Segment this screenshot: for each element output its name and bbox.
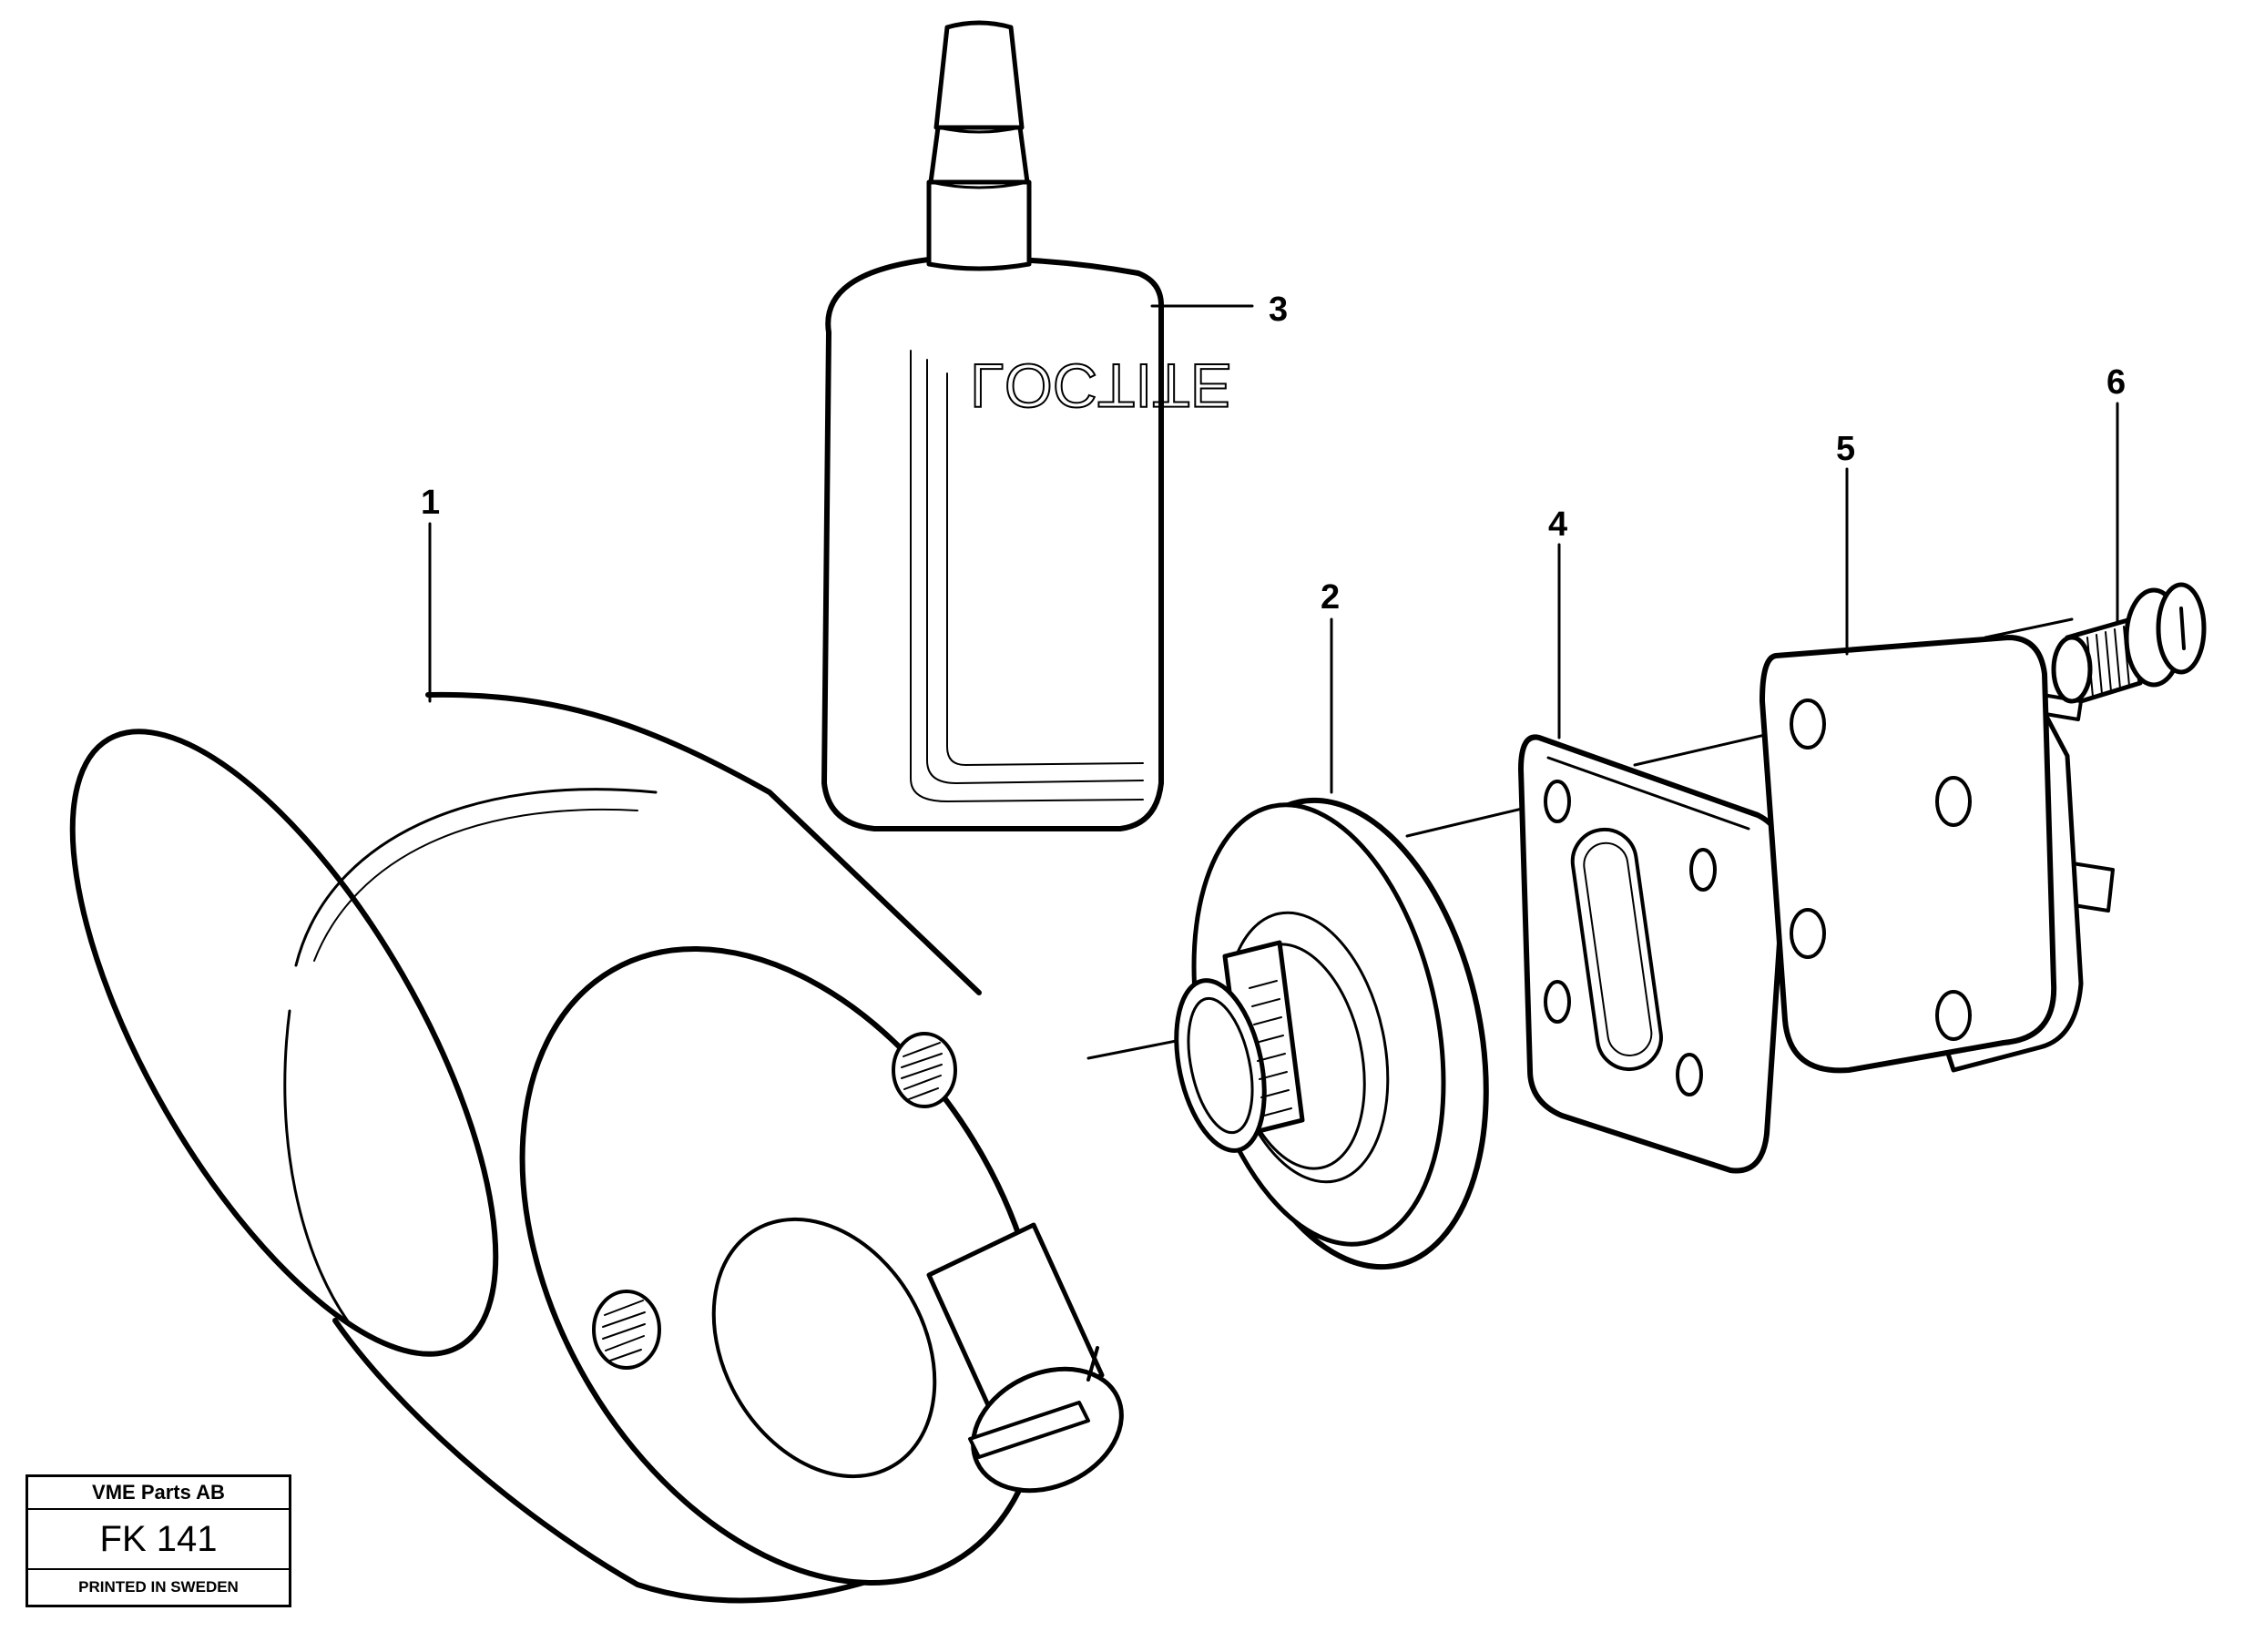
gasket-hole [1544, 980, 1571, 1024]
threaded-port-upper [892, 1032, 957, 1108]
callout-2: 2 [1321, 578, 1340, 617]
callout-5: 5 [1836, 430, 1855, 468]
threaded-port-lower [592, 1290, 661, 1370]
sender-hole [1935, 990, 1972, 1041]
title-company: VME Parts AB [28, 1477, 289, 1510]
gasket-hole [1544, 780, 1571, 823]
part-6-screw [2051, 582, 2207, 704]
gasket-hole [1676, 1053, 1703, 1096]
callout-6: 6 [2106, 363, 2126, 402]
gasket-hole [1689, 848, 1717, 892]
sender-hole [1790, 699, 1826, 750]
part-2-flange-nipple [1174, 797, 1489, 1270]
drive-shaft [926, 1222, 1124, 1494]
part-1-pump-housing [69, 691, 1124, 1604]
part-4-gasket [1518, 734, 1788, 1174]
bottle-brand-label: LOCTITE [970, 351, 1231, 420]
callout-4: 4 [1548, 505, 1567, 544]
part-3-loctite-bottle: LOCTITE [821, 20, 1232, 831]
title-printed: PRINTED IN SWEDEN [78, 1578, 239, 1596]
title-block: VME Parts AB FK 141 PRINTED IN SWEDEN [26, 1474, 291, 1607]
sender-hole [1790, 908, 1826, 959]
part-5-sender-block [1760, 635, 2115, 1074]
callout-group: 1 2 3 4 5 6 [421, 291, 2126, 794]
title-code: FK 141 [28, 1510, 289, 1570]
sender-hole [1935, 776, 1972, 827]
callout-3: 3 [1269, 291, 1288, 329]
callout-1: 1 [421, 484, 440, 522]
